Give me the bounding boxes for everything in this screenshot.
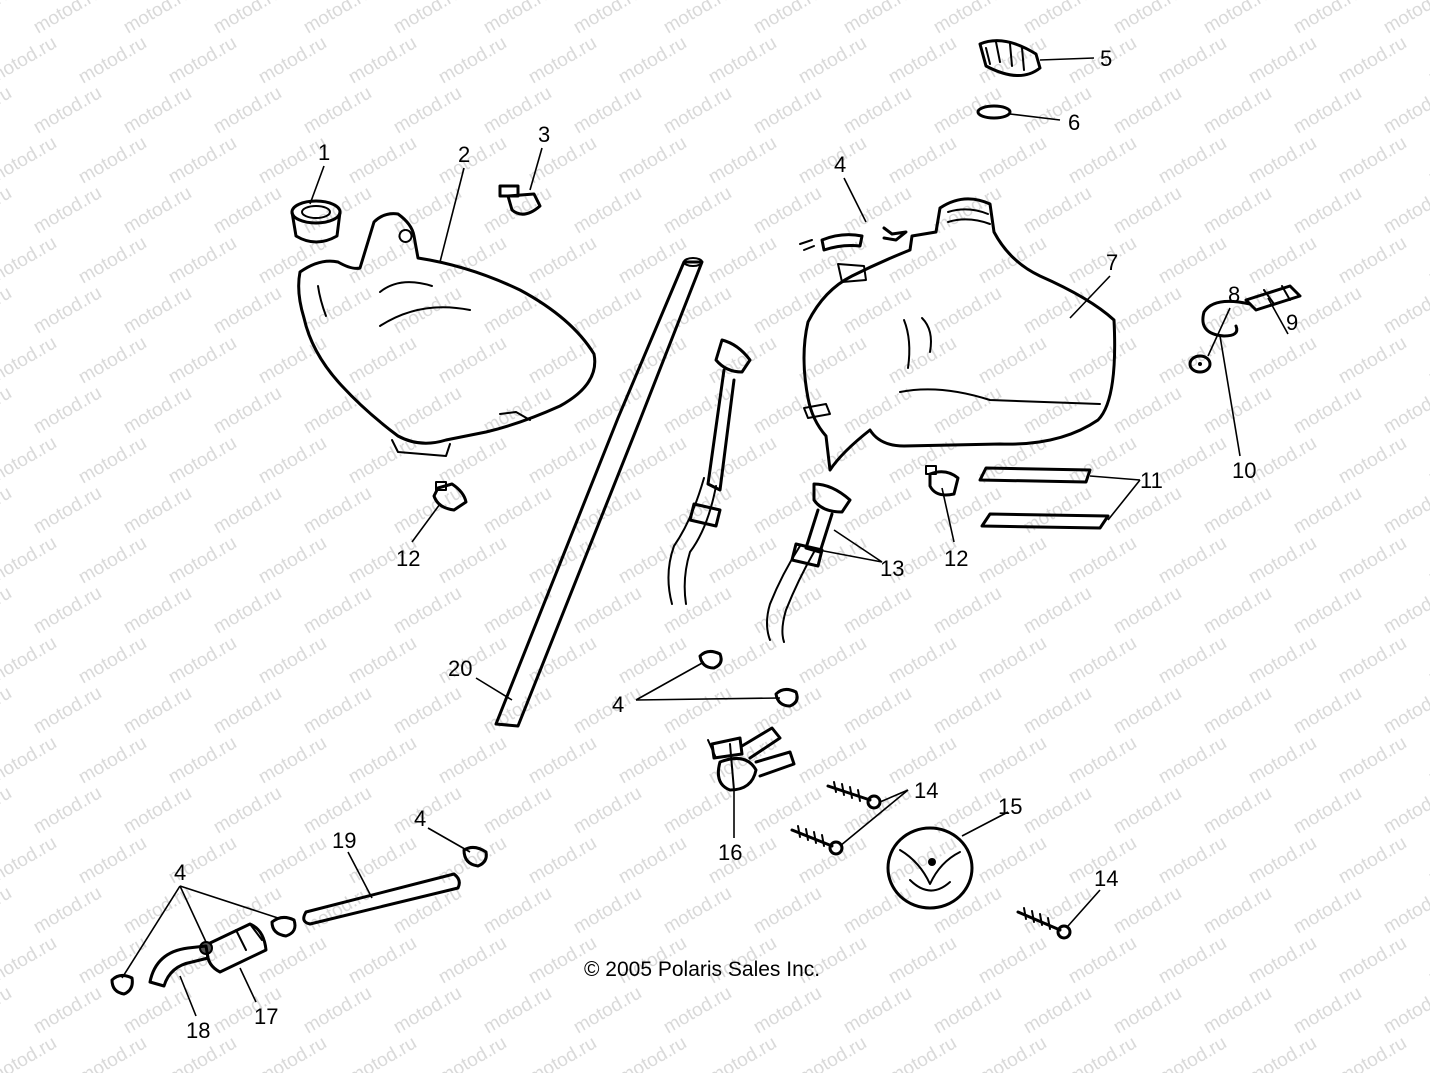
part-10-hook	[1201, 299, 1252, 338]
part-1-cap-ring	[290, 199, 342, 244]
callout-15: 15	[998, 794, 1022, 819]
part-5-fuel-cap	[978, 39, 1042, 77]
part-4-clamp-upper	[698, 649, 723, 670]
callout-19: 19	[332, 828, 356, 853]
callout-4-top: 4	[834, 152, 846, 177]
part-8-washer	[1188, 354, 1212, 374]
callout-16: 16	[718, 840, 742, 865]
callout-14-lower: 14	[1094, 866, 1118, 891]
part-2-left-tank	[297, 212, 597, 457]
part-11-strips	[978, 466, 1110, 530]
part-12-grommet-left	[432, 481, 468, 512]
callout-8: 8	[1228, 282, 1240, 307]
part-16-fuel-valve	[707, 726, 796, 792]
part-14-screw-middle	[790, 825, 844, 856]
part-4-clamp-lower	[774, 687, 799, 708]
callout-17: 17	[254, 1004, 278, 1029]
callout-4-hose: 4	[414, 806, 426, 831]
callout-2: 2	[458, 142, 470, 167]
callout-10: 10	[1232, 458, 1256, 483]
callout-14-upper: 14	[914, 778, 938, 803]
part-4-clamp-end	[110, 973, 134, 996]
part-6-gasket	[976, 104, 1012, 120]
callout-13: 13	[880, 556, 904, 581]
copyright-notice: © 2005 Polaris Sales Inc.	[584, 958, 820, 981]
callout-5: 5	[1100, 46, 1112, 71]
callout-3: 3	[538, 122, 550, 147]
part-12-grommet-right	[925, 465, 960, 497]
part-4-vent-hose	[799, 226, 908, 252]
part-4-clamp-right-hose	[462, 845, 488, 868]
part-7-right-tank	[802, 197, 1117, 472]
callout-4-left: 4	[174, 860, 186, 885]
callout-12-right: 12	[944, 546, 968, 571]
callout-12-left: 12	[396, 546, 420, 571]
part-9-clip	[1244, 284, 1302, 312]
part-17-fuel-filter	[199, 922, 268, 974]
callout-11: 11	[1140, 468, 1163, 493]
part-20-long-hose	[494, 257, 704, 728]
part-13-pickup-left	[667, 338, 752, 605]
part-13-pickup-right	[766, 482, 852, 643]
callout-20: 20	[448, 656, 472, 681]
part-19-hose	[302, 872, 461, 926]
part-3-bolt	[498, 184, 542, 216]
callout-numbers: 1 2 3 4 5 6 7 8 9 10 11 12 12 13 20 4 14…	[174, 46, 1298, 1043]
callout-9: 9	[1286, 310, 1298, 335]
callout-6: 6	[1068, 110, 1080, 135]
callout-7: 7	[1106, 250, 1118, 275]
callout-4-middle: 4	[612, 692, 624, 717]
part-14-screw-lower	[1016, 907, 1072, 940]
callout-18: 18	[186, 1018, 210, 1043]
part-14-screw-upper	[826, 781, 882, 810]
part-4-clamp-filter	[270, 915, 297, 938]
callout-1: 1	[318, 140, 330, 165]
part-18-short-hose	[148, 944, 210, 988]
leader-lines	[121, 57, 1289, 1017]
part-15-cover-disc	[886, 826, 974, 910]
